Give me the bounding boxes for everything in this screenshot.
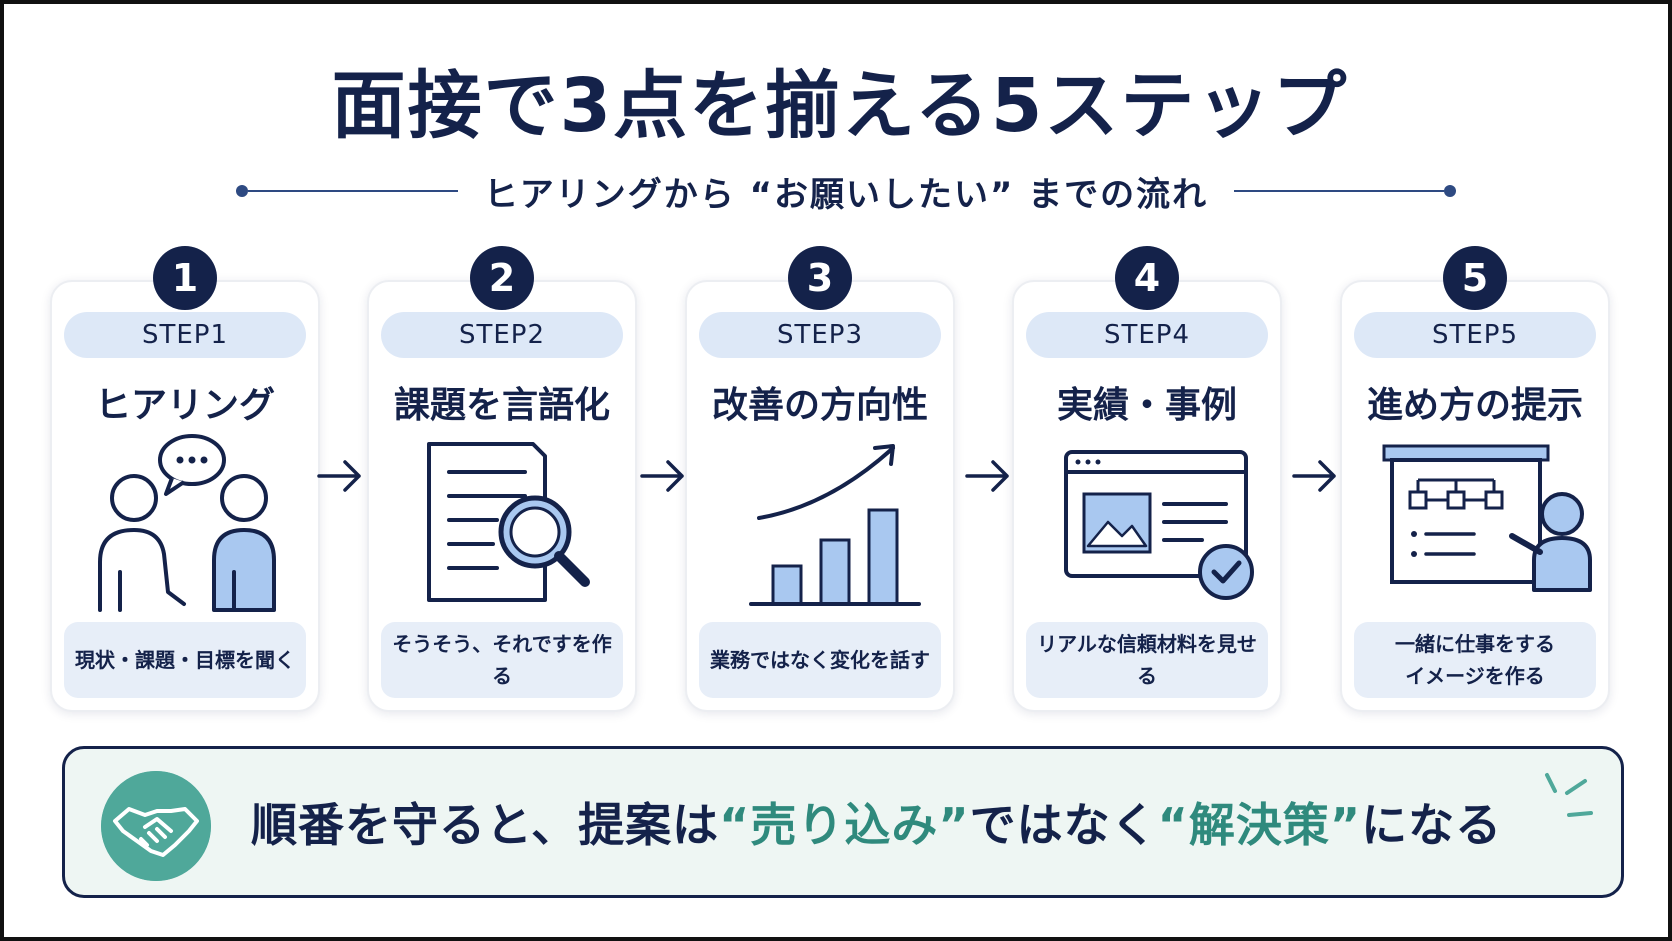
step-description: 現状・課題・目標を聞く bbox=[64, 622, 306, 698]
summary-highlight-1: “売り込み” bbox=[719, 798, 970, 852]
step-description: リアルな信頼材料を見せる bbox=[1026, 622, 1268, 698]
step-title: 課題を言語化 bbox=[393, 385, 610, 426]
summary-part-3: になる bbox=[1361, 798, 1503, 852]
step-description: そうそう、それですを作る bbox=[381, 622, 623, 698]
sparkle-icon bbox=[1545, 773, 1593, 817]
summary-message: 順番を守ると、提案は “売り込み” ではなく “解決策” になる bbox=[251, 749, 1502, 895]
step-description: 業務ではなく変化を話す bbox=[699, 622, 941, 698]
step-description: 一緒に仕事をする イメージを作る bbox=[1354, 622, 1596, 698]
step-label: STEP2 bbox=[381, 312, 623, 358]
subtitle-right-line bbox=[1234, 190, 1444, 192]
step-card-2: 2 STEP2 課題を言語化 そうそう、それですを作る bbox=[367, 246, 637, 712]
summary-banner: 順番を守ると、提案は “売り込み” ではなく “解決策” になる bbox=[62, 746, 1624, 898]
step-title: 進め方の提示 bbox=[1366, 385, 1583, 426]
arrow-right-icon bbox=[317, 460, 361, 492]
summary-highlight-2: “解決策” bbox=[1157, 798, 1362, 852]
summary-part-1: 順番を守ると、提案は bbox=[251, 798, 720, 852]
step-title: 実績・事例 bbox=[1056, 385, 1237, 426]
presentation-icon bbox=[1382, 444, 1592, 592]
subtitle-right-dot bbox=[1444, 185, 1456, 197]
summary-part-2: ではなく bbox=[969, 798, 1158, 852]
step-card-3: 3 STEP3 改善の方向性 業務ではなく変化を話す bbox=[685, 246, 955, 712]
step-label: STEP4 bbox=[1026, 312, 1268, 358]
arrow-right-icon bbox=[1292, 460, 1336, 492]
step-number-badge: 1 bbox=[153, 246, 217, 310]
document-search-icon bbox=[427, 442, 590, 602]
step-title: ヒアリング bbox=[94, 385, 275, 426]
subtitle-left-dot bbox=[236, 185, 248, 197]
step-number-badge: 3 bbox=[788, 246, 852, 310]
step-label: STEP1 bbox=[64, 312, 306, 358]
handshake-icon bbox=[101, 771, 211, 881]
page-subtitle: ヒアリングから “お願いしたい” までの流れ bbox=[483, 174, 1209, 215]
step-label: STEP5 bbox=[1354, 312, 1596, 358]
step-card-5: 5 STEP5 進め方の提示 一緒に仕事をする イメージを作る bbox=[1340, 246, 1610, 712]
subtitle-row: ヒアリングから “お願いしたい” までの流れ bbox=[236, 166, 1456, 216]
step-number-badge: 4 bbox=[1115, 246, 1179, 310]
step-card-4: 4 STEP4 実績・事例 リアルな信頼材料を見せる bbox=[1012, 246, 1282, 712]
arrow-right-icon bbox=[640, 460, 684, 492]
step-number-badge: 2 bbox=[470, 246, 534, 310]
step-card-1: 1 STEP1 ヒアリング 現状・課題・目標を聞く bbox=[50, 246, 320, 712]
arrow-right-icon bbox=[965, 460, 1009, 492]
step-number-badge: 5 bbox=[1443, 246, 1507, 310]
step-label: STEP3 bbox=[699, 312, 941, 358]
page-title: 面接で3点を揃える5ステップ bbox=[331, 63, 1349, 149]
portfolio-window-icon bbox=[1064, 450, 1254, 600]
conversation-icon bbox=[98, 434, 276, 612]
growth-chart-icon bbox=[749, 444, 921, 606]
subtitle-left-line bbox=[248, 190, 458, 192]
step-title: 改善の方向性 bbox=[711, 385, 928, 426]
